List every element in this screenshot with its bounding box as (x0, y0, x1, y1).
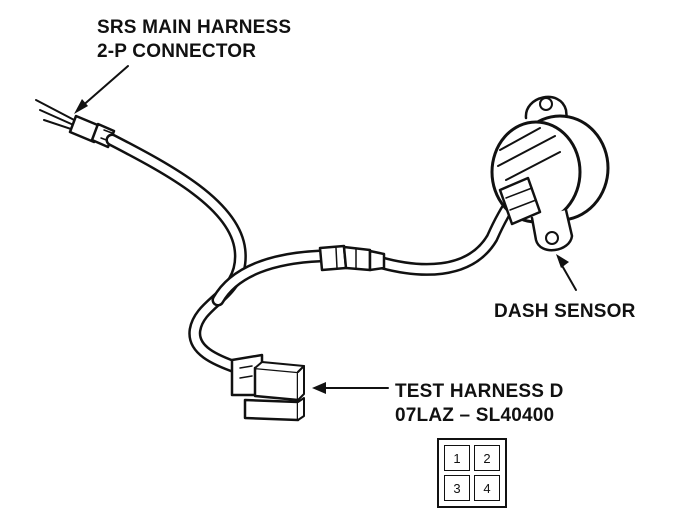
dash-sensor-label: DASH SENSOR (494, 301, 636, 322)
srs-harness-label-line2: 2-P CONNECTOR (97, 41, 257, 62)
pin-2: 2 (474, 445, 500, 471)
srs-harness-label-line1: SRS MAIN HARNESS (97, 17, 292, 38)
test-harness-d-connector (230, 353, 305, 422)
connector-pin-diagram: 1 2 3 4 (437, 438, 507, 508)
test-harness-label-line1: TEST HARNESS D (395, 381, 564, 402)
pin-4: 4 (474, 475, 500, 501)
arrowhead-srs (74, 99, 88, 114)
dash-sensor (490, 95, 610, 252)
test-harness-label: TEST HARNESS D 07LAZ – SL40400 (395, 380, 564, 428)
arrowhead-dash (556, 254, 569, 268)
pin-3: 3 (444, 475, 470, 501)
inline-connector (318, 244, 386, 272)
incoming-wire (35, 99, 79, 123)
arrowhead-test (312, 382, 326, 394)
test-harness-label-line2: 07LAZ – SL40400 (395, 405, 555, 426)
pin-1: 1 (444, 445, 470, 471)
srs-harness-label: SRS MAIN HARNESS 2-P CONNECTOR (97, 16, 291, 64)
